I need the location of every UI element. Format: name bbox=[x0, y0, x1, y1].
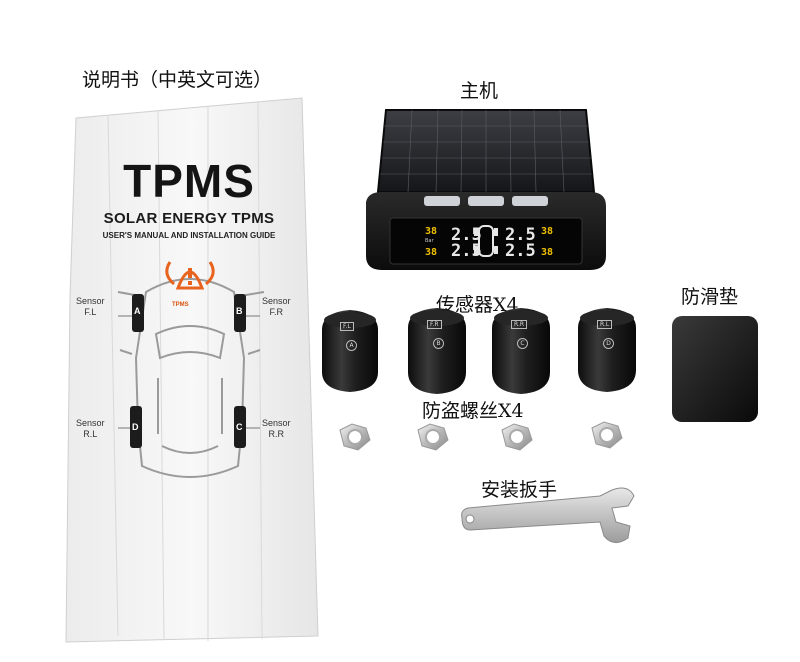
manual-logo-text: TPMS bbox=[172, 302, 189, 308]
manual-subtitle: SOLAR ENERGY TPMS bbox=[103, 210, 275, 227]
cap-fl-code: F.L bbox=[340, 322, 354, 331]
sensors-label: 传感器X4 bbox=[436, 294, 519, 316]
cap-fl-letter: A bbox=[346, 340, 357, 351]
sensor-cap-rl bbox=[578, 308, 636, 392]
wrench bbox=[461, 487, 635, 543]
cap-rl-code: R.L bbox=[597, 320, 613, 329]
anti-slip-pad-label: 防滑垫 bbox=[681, 286, 739, 308]
cap-fr-letter: B bbox=[433, 338, 444, 349]
manual-title: TPMS bbox=[123, 155, 255, 207]
screen-unit: Bar bbox=[425, 238, 434, 244]
nut-1 bbox=[339, 423, 371, 451]
screen-pressure-tl: 2.5 bbox=[451, 225, 482, 245]
screen-temp-bl: 38 bbox=[425, 247, 438, 258]
manual-wheel-c: C bbox=[236, 422, 243, 432]
nut-4 bbox=[591, 421, 623, 449]
anti-theft-nuts-label: 防盗螺丝X4 bbox=[422, 400, 524, 422]
screen-temp-tl: 38 bbox=[425, 226, 438, 237]
screen-pressure-tr: 2.5 bbox=[505, 225, 536, 245]
manual-subtitle-2: USER'S MANUAL AND INSTALLATION GUIDE bbox=[102, 231, 276, 240]
manual-sheet bbox=[65, 97, 319, 643]
manual-booklet: TPMS SOLAR ENERGY TPMS USER'S MANUAL AND… bbox=[58, 96, 320, 644]
nut-3 bbox=[501, 423, 533, 451]
manual-wheel-a: A bbox=[134, 306, 141, 316]
screen-temp-br: 38 bbox=[541, 247, 554, 258]
screen-pressure-bl: 2.5 bbox=[451, 241, 482, 261]
sensor-cap-rr bbox=[492, 308, 550, 394]
main-unit-graphic bbox=[366, 109, 606, 270]
main-unit-label: 主机 bbox=[460, 80, 499, 102]
sensor-cap-fr bbox=[408, 308, 466, 394]
manual-wheel-d: D bbox=[132, 422, 139, 432]
nut-2 bbox=[417, 423, 449, 451]
manual-label: 说明书（中英文可选） bbox=[82, 69, 273, 91]
screen-pressure-br: 2.5 bbox=[505, 241, 536, 261]
cap-fr-code: F.R bbox=[427, 320, 442, 329]
screen-temp-tr: 38 bbox=[541, 226, 554, 237]
main-unit: 2.5 2.5 2.5 2.5 38 38 38 38 Bar bbox=[362, 106, 610, 274]
anti-slip-pad bbox=[672, 316, 758, 422]
sensor-cap-fl bbox=[322, 310, 378, 392]
cap-rr-code: R.R bbox=[511, 320, 528, 329]
cap-rr-letter: C bbox=[517, 338, 528, 349]
cap-rl-letter: D bbox=[603, 338, 614, 349]
wrench-label: 安装扳手 bbox=[481, 479, 558, 501]
manual-wheel-b: B bbox=[236, 306, 243, 316]
